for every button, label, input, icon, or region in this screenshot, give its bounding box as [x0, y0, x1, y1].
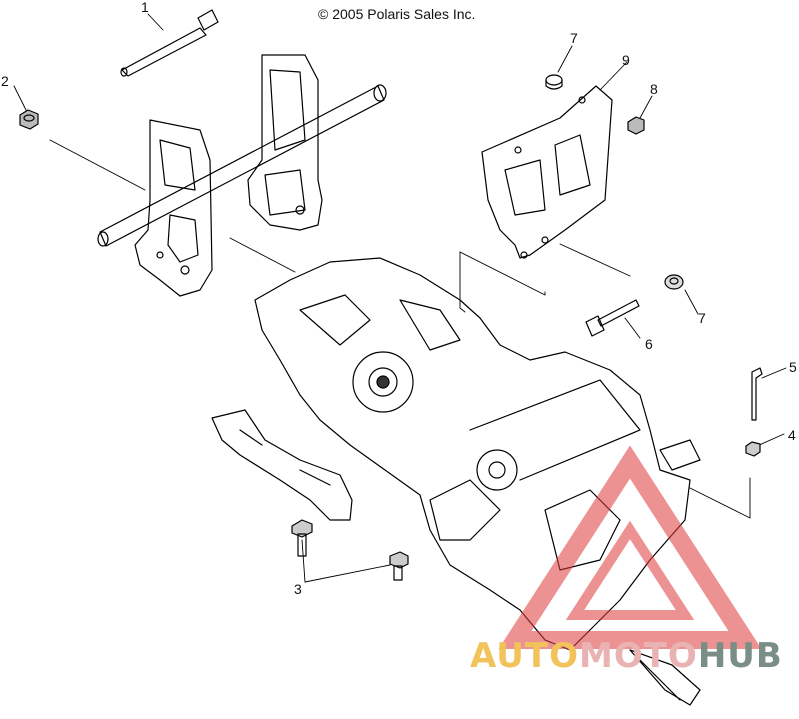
bracket-part-9 [481, 85, 613, 259]
shaft [97, 84, 387, 247]
watermark-triangle [498, 445, 762, 649]
watermark-auto: AUTO [470, 636, 579, 676]
watermark-logo: AUTOMOTOHUB [470, 638, 783, 674]
callout-4: 4 [788, 427, 796, 443]
pin-part-5 [751, 367, 763, 421]
watermark-moto: MOTO [578, 636, 698, 676]
copyright-notice: © 2005 Polaris Sales Inc. [318, 6, 476, 22]
nut-part-2 [19, 109, 39, 130]
spacer-part-7-right [664, 274, 684, 290]
callout-1: 1 [141, 0, 149, 15]
callout-3: 3 [294, 581, 302, 597]
callout-2: 2 [1, 73, 9, 89]
nut-part-4 [745, 441, 761, 457]
bolt-part-6 [585, 299, 640, 337]
callout-7-top: 7 [570, 30, 578, 46]
bolt-part-3-a [291, 519, 313, 557]
leader-lines [13, 13, 787, 583]
bolt-part-1 [120, 9, 219, 77]
callout-5: 5 [789, 359, 797, 375]
callout-7-right: 7 [698, 310, 706, 326]
spacer-part-7-top [545, 74, 563, 90]
lower-bracket [211, 409, 353, 521]
nut-part-8 [627, 116, 645, 135]
callout-6: 6 [645, 336, 653, 352]
bolt-part-3-b [389, 551, 409, 581]
callout-8: 8 [650, 81, 658, 97]
engine-mount-left [134, 119, 213, 297]
watermark-hub: HUB [697, 636, 783, 676]
engine-mount-right [247, 54, 323, 231]
callout-9: 9 [622, 52, 630, 68]
